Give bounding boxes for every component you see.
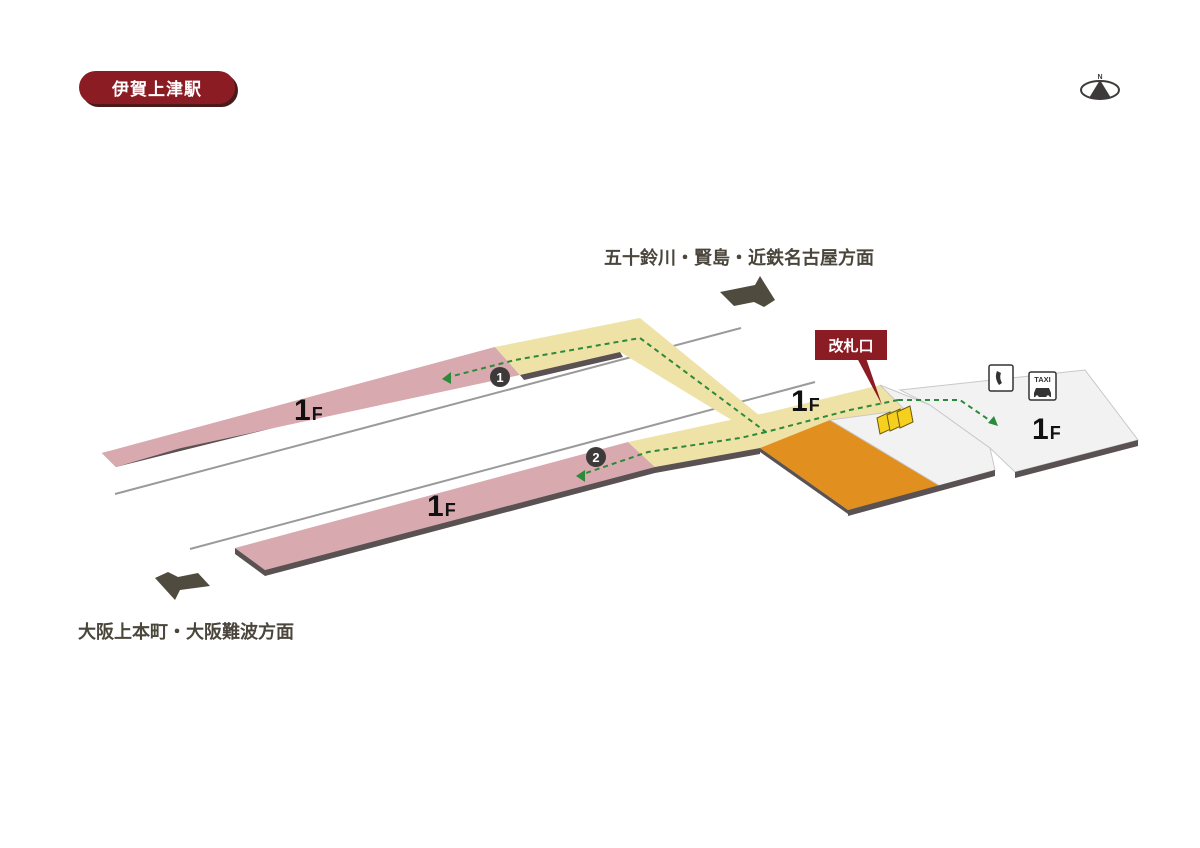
route-to-platform-2 bbox=[579, 431, 767, 476]
walkway-upper bbox=[495, 318, 765, 430]
route-arrow-platform-1 bbox=[442, 372, 451, 384]
platform-2-side bbox=[235, 548, 265, 576]
taxi-label: TAXI bbox=[1034, 375, 1051, 384]
platform-marker-2: 2 bbox=[586, 447, 606, 467]
gate-tag-pointer bbox=[857, 358, 882, 405]
platform-2-top bbox=[235, 442, 655, 570]
direction-label-upper: 五十鈴川・賢島・近鉄名古屋方面 bbox=[604, 248, 874, 269]
walkway-lower-side bbox=[655, 448, 760, 473]
station-square-edge bbox=[1015, 440, 1138, 478]
walkway-lower bbox=[628, 385, 905, 467]
floor-suffix: F bbox=[444, 500, 456, 520]
arrow-lower-direction bbox=[155, 572, 210, 600]
route-arrow-platform-2 bbox=[576, 470, 585, 482]
platform-marker-1-label: 1 bbox=[496, 370, 503, 385]
arrow-upper-direction bbox=[720, 276, 775, 307]
route-arrow-exit bbox=[988, 416, 998, 426]
ticket-gate-label: 改札口 bbox=[815, 330, 887, 360]
station-name-badge: 伊賀上津駅 bbox=[79, 71, 235, 104]
station-building bbox=[760, 420, 940, 510]
floor-suffix: F bbox=[311, 404, 323, 424]
floor-suffix: F bbox=[808, 395, 820, 415]
ticket-gate-text: 改札口 bbox=[828, 336, 874, 355]
floor-label-station-square: 1F bbox=[1032, 413, 1061, 447]
floor-label-concourse: 1F bbox=[791, 385, 820, 419]
station-building-side bbox=[760, 448, 848, 514]
track-line-lower bbox=[189, 381, 816, 550]
ticket-gates-icon bbox=[876, 405, 914, 435]
compass-label: N bbox=[1097, 74, 1102, 81]
direction-label-lower: 大阪上本町・大阪難波方面 bbox=[78, 622, 294, 643]
floor-number: 1 bbox=[294, 394, 311, 427]
platform-marker-2-label: 2 bbox=[592, 450, 599, 465]
station-name: 伊賀上津駅 bbox=[112, 80, 202, 100]
concourse-edge bbox=[848, 470, 995, 516]
telephone-icon bbox=[988, 364, 1014, 392]
platform-2-edge bbox=[265, 467, 655, 576]
platform-1-top bbox=[102, 347, 520, 462]
floor-number: 1 bbox=[1032, 413, 1049, 446]
floor-number: 1 bbox=[791, 385, 808, 418]
route-to-platform-1 bbox=[444, 336, 899, 434]
floor-number: 1 bbox=[427, 490, 444, 523]
north-compass-icon: N bbox=[1080, 74, 1120, 100]
floor-suffix: F bbox=[1049, 423, 1061, 443]
platform-marker-1: 1 bbox=[490, 367, 510, 387]
floor-label-platform-2: 1F bbox=[427, 490, 456, 524]
walkway-upper-side bbox=[520, 352, 623, 380]
floor-label-platform-1: 1F bbox=[294, 394, 323, 428]
taxi-icon: TAXI bbox=[1028, 371, 1057, 401]
route-to-exit bbox=[898, 399, 996, 425]
